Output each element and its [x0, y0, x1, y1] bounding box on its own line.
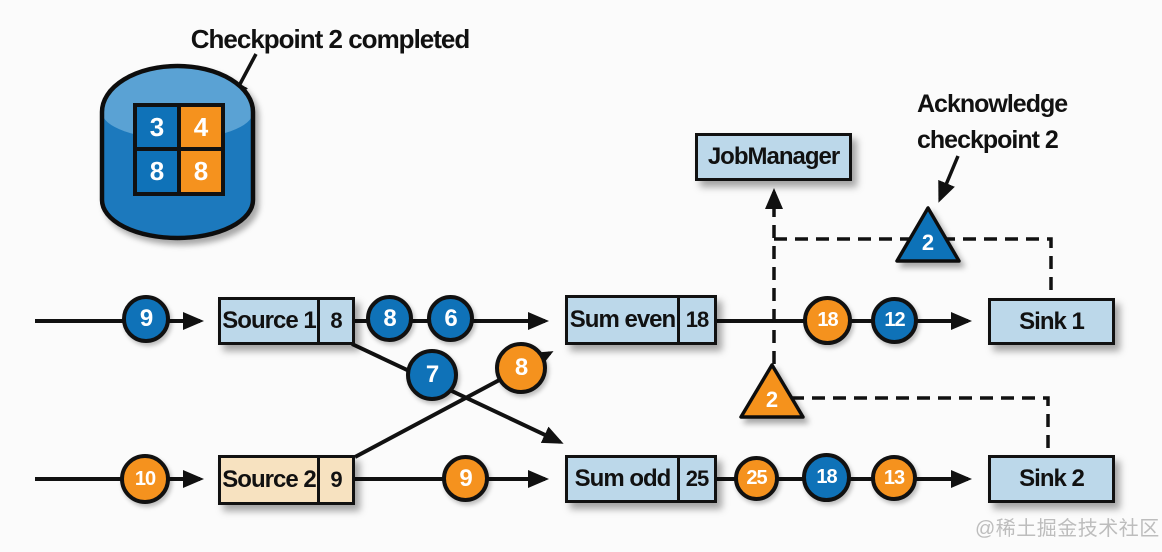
note-acknowledge-line2: checkpoint 2 [917, 126, 1059, 154]
record-value: 8 [514, 354, 528, 381]
checkpoint-cell: 4 [181, 107, 221, 147]
record-value: 8 [383, 304, 396, 332]
jobmanager-box: JobManager [695, 133, 852, 181]
record-circle-bottom-out-13: 13 [871, 455, 917, 501]
record-circle-top-out-12: 12 [871, 297, 918, 344]
barrier-sink2-value: 2 [765, 387, 779, 412]
record-value: 7 [425, 361, 439, 388]
note-acknowledge-line1: Acknowledge [917, 90, 1068, 118]
record-value: 10 [134, 467, 156, 490]
cylinder-outline [99, 63, 256, 241]
node-source2-label: Source 2 [222, 466, 316, 493]
record-value: 6 [444, 304, 457, 332]
checkpoint-cell: 8 [181, 151, 221, 192]
record-value: 12 [884, 309, 905, 331]
node-sink1: Sink 1 [988, 298, 1115, 345]
node-source2: Source 2 9 [218, 455, 355, 505]
node-sum-odd: Sum odd 25 [565, 455, 717, 503]
acknowledge-note-arrow [938, 155, 960, 203]
node-source1: Source 1 8 [218, 297, 355, 345]
record-circle-top-8: 8 [366, 295, 413, 342]
record-circle-top-out-18: 18 [803, 296, 852, 345]
record-value: 13 [883, 466, 905, 489]
watermark-text: @稀土掘金技术社区 [975, 518, 1160, 540]
node-sink2: Sink 2 [988, 455, 1115, 503]
node-source1-state: 8 [317, 300, 352, 342]
barrier-line-to-sink1 [774, 237, 1053, 294]
node-source2-state: 9 [317, 458, 352, 502]
barrier-sink1-value: 2 [921, 230, 935, 255]
record-circle-bottom-out-25: 25 [734, 456, 779, 501]
record-value: 25 [746, 467, 767, 489]
node-sum-even-state: 18 [677, 298, 714, 342]
note-checkpoint-completed: Checkpoint 2 completed [190, 24, 471, 54]
record-circle-cross-8: 8 [495, 342, 547, 394]
node-sink1-label: Sink 1 [1019, 307, 1085, 335]
checkpoint-cell: 8 [137, 151, 177, 192]
barrier-triangle-sink1 [895, 206, 961, 263]
record-circle-bottom-9: 9 [442, 455, 489, 502]
node-source1-label: Source 1 [222, 307, 316, 334]
record-value: 18 [817, 309, 838, 331]
barrier-triangle-sink2 [739, 363, 805, 419]
checkpoint-state-grid: 3 4 8 8 [133, 103, 225, 196]
node-sum-even: Sum even 18 [565, 295, 717, 345]
note-acknowledge: Acknowledge checkpoint 2 [917, 86, 1068, 158]
barrier-line-to-sink2 [791, 396, 1050, 452]
checkpoint-cell: 3 [137, 107, 177, 147]
record-circle-top-6: 6 [427, 295, 474, 342]
node-sum-odd-state: 25 [677, 458, 714, 500]
record-circle-cross-7: 7 [406, 349, 458, 401]
record-circle-top-input-9: 9 [122, 295, 170, 343]
record-value: 9 [139, 305, 153, 332]
record-value: 18 [816, 466, 837, 488]
jobmanager-label: JobManager [707, 143, 840, 170]
checkpoint-dashed-lines [765, 188, 1053, 452]
record-circle-bottom-out-18: 18 [802, 453, 851, 502]
record-value: 9 [459, 464, 472, 492]
cross-line-source1-sumodd [351, 342, 564, 444]
node-sum-odd-label: Sum odd [574, 465, 672, 492]
node-sum-even-label: Sum even [569, 306, 676, 333]
node-sink2-label: Sink 2 [1019, 465, 1085, 492]
record-circle-bottom-input-10: 10 [120, 454, 170, 504]
